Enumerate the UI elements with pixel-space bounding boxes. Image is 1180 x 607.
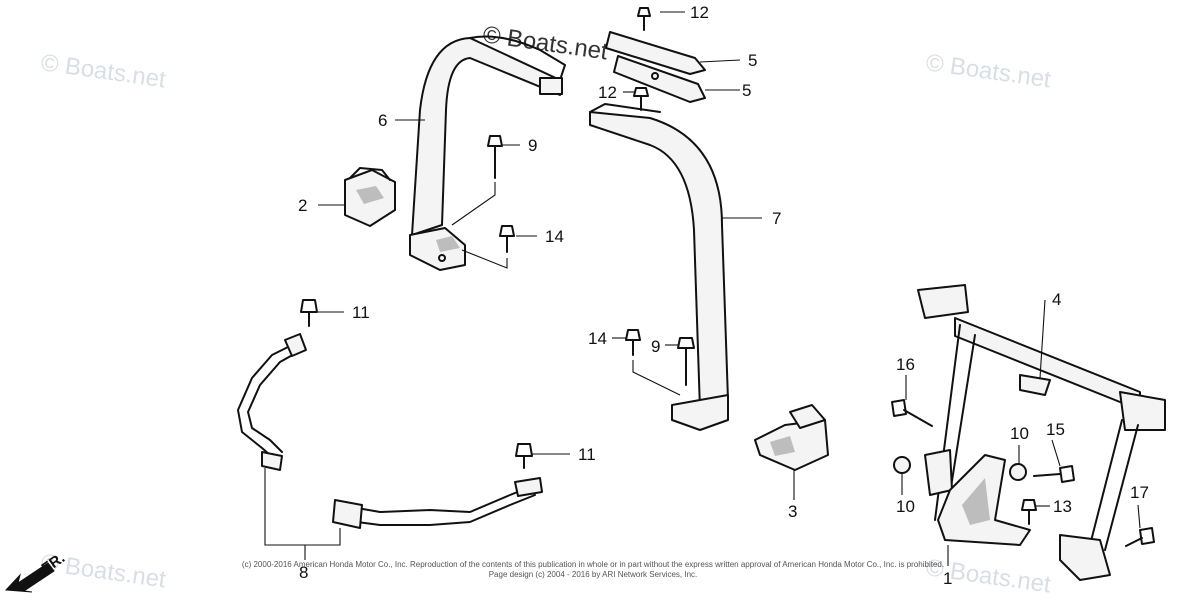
bolt-12-mid[interactable] xyxy=(633,87,649,111)
callout-11-lower: 11 xyxy=(578,445,596,464)
copyright-notice: (c) 2000-2016 American Honda Motor Co., … xyxy=(241,560,945,569)
bolt-11-lower[interactable] xyxy=(515,443,533,469)
callout-10-right: 10 xyxy=(1010,424,1029,443)
part-8-cable[interactable] xyxy=(237,333,543,529)
callout-9-lower: 9 xyxy=(651,337,660,356)
nut-10-right[interactable] xyxy=(1009,463,1027,481)
bolt-9-upper[interactable] xyxy=(487,135,503,179)
callout-17: 17 xyxy=(1130,483,1149,502)
callout-5-top: 5 xyxy=(748,51,757,70)
bolt-12-top[interactable] xyxy=(637,7,651,31)
callout-15: 15 xyxy=(1046,420,1065,439)
watermark-top-left: © Boats.net xyxy=(39,49,168,93)
bolt-15[interactable] xyxy=(1033,465,1075,483)
bolt-9-lower[interactable] xyxy=(677,337,695,386)
callout-8: 8 xyxy=(299,563,308,582)
page-design-notice: Page design (c) 2004 - 2016 by ARI Netwo… xyxy=(488,570,698,579)
bolt-11-upper[interactable] xyxy=(300,299,318,327)
part-3-block[interactable] xyxy=(754,404,829,471)
callout-7: 7 xyxy=(772,209,781,228)
callout-10-left: 10 xyxy=(896,497,915,516)
part-6-roll-bar-left[interactable] xyxy=(409,35,566,271)
callout-1: 1 xyxy=(943,569,952,588)
callout-14-lower: 14 xyxy=(588,329,607,348)
callout-4: 4 xyxy=(1052,290,1061,309)
callout-9-upper: 9 xyxy=(528,136,537,155)
part-2-block[interactable] xyxy=(344,167,396,227)
nut-10-left[interactable] xyxy=(893,456,911,474)
bolt-17[interactable] xyxy=(1125,527,1155,547)
watermark-top-right: © Boats.net xyxy=(924,49,1053,93)
callout-13: 13 xyxy=(1053,497,1072,516)
part-4-frame[interactable] xyxy=(917,284,1166,581)
part-1-bracket[interactable] xyxy=(937,454,1031,546)
bolt-14-upper[interactable] xyxy=(499,225,515,253)
part-7-roll-bar-right[interactable] xyxy=(589,103,729,431)
leader-lines xyxy=(264,11,1141,566)
bolt-14-lower[interactable] xyxy=(625,329,641,356)
callout-12-top: 12 xyxy=(690,3,709,22)
callout-2: 2 xyxy=(298,196,307,215)
callout-12-mid: 12 xyxy=(598,83,617,102)
callout-11-upper: 11 xyxy=(352,303,370,322)
callout-5-bottom: 5 xyxy=(742,81,751,100)
callout-16: 16 xyxy=(896,355,915,374)
callout-6: 6 xyxy=(378,111,387,130)
callout-3: 3 xyxy=(788,502,797,521)
bolt-16[interactable] xyxy=(891,399,933,427)
part-5-brackets[interactable] xyxy=(605,31,706,103)
callout-14-upper: 14 xyxy=(545,227,564,246)
bolt-13[interactable] xyxy=(1021,499,1037,525)
